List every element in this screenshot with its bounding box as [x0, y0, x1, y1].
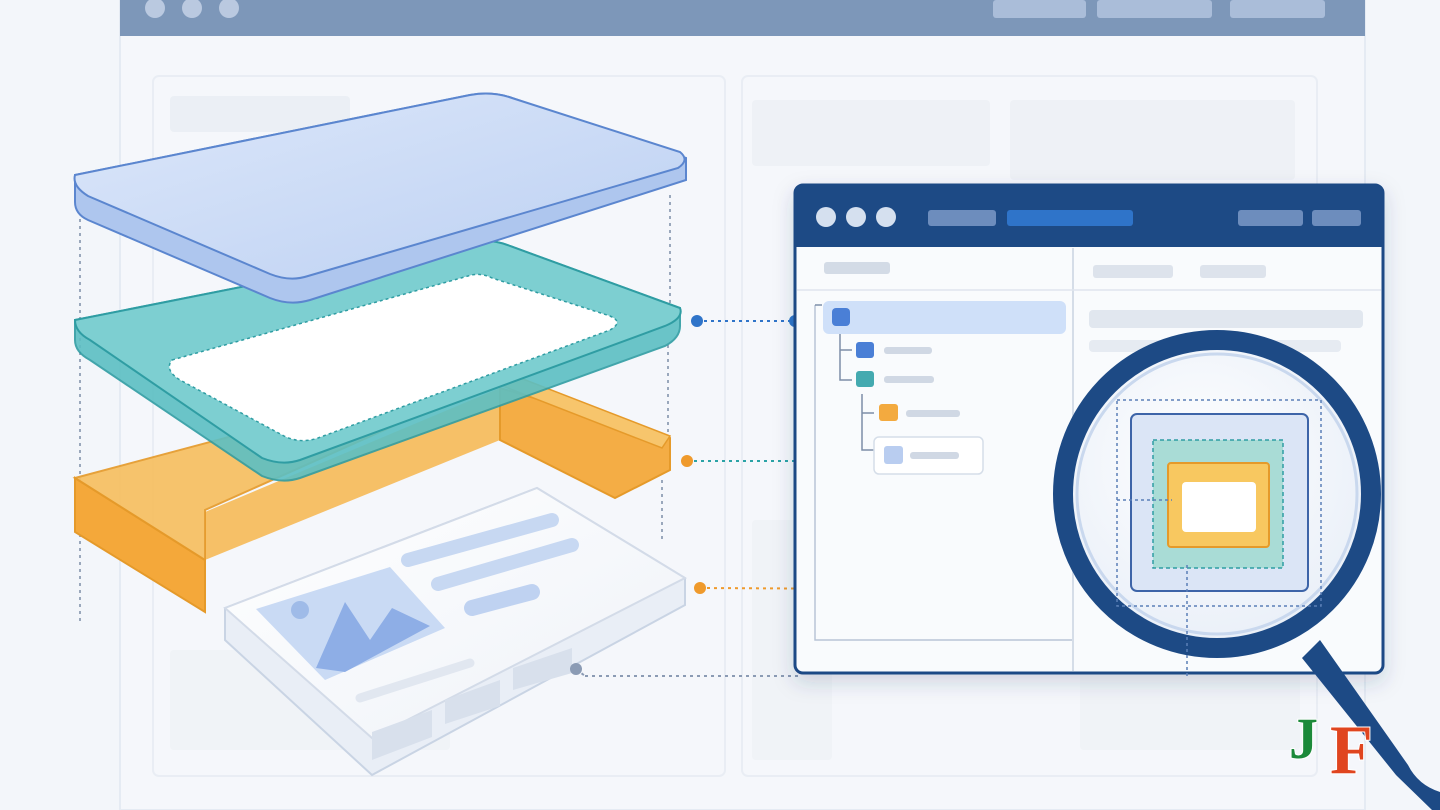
blue-layer — [73, 92, 687, 304]
alignment-guides — [79, 195, 671, 625]
tree-node-label-placeholder — [906, 410, 960, 417]
teal-layer — [73, 239, 682, 482]
inspector-window-content — [795, 185, 1383, 671]
content-card-layer — [223, 486, 688, 777]
magnifier-icon — [1053, 330, 1440, 810]
tree-node-icon — [832, 308, 850, 326]
tree-node-icon — [879, 404, 898, 421]
logo-letter-j: J — [1289, 706, 1318, 771]
tree-node-label-placeholder — [910, 452, 959, 459]
panel-heading-placeholder — [824, 262, 890, 274]
tree-node-icon — [856, 342, 874, 358]
window-control-dot[interactable] — [846, 207, 866, 227]
background-window-dot — [182, 0, 202, 18]
property-row-placeholder — [1089, 310, 1363, 328]
tab-placeholder[interactable] — [928, 210, 996, 226]
tree-node-label-placeholder — [884, 347, 932, 354]
jf-logo: J F — [1288, 705, 1374, 790]
layer-tree — [814, 301, 1072, 641]
background-window-dot — [219, 0, 239, 18]
tree-node-selected[interactable] — [823, 301, 1066, 334]
image-icon — [291, 601, 430, 672]
tab-active-placeholder[interactable] — [1007, 210, 1133, 226]
window-control-dot[interactable] — [816, 207, 836, 227]
button-placeholder — [464, 584, 540, 616]
zoomed-content-layer — [1182, 482, 1256, 532]
toolbar-button-placeholder[interactable] — [1238, 210, 1303, 226]
window-control-dot[interactable] — [876, 207, 896, 227]
logo-letter-f: F — [1330, 712, 1373, 789]
tree-node-icon — [856, 371, 874, 387]
tree-node-label-placeholder — [884, 376, 934, 383]
toolbar-button-placeholder[interactable] — [1312, 210, 1361, 226]
magnifier-handle — [1302, 640, 1440, 810]
background-window-dot — [145, 0, 165, 18]
zoomed-bounding-box — [1116, 399, 1322, 607]
tree-node-icon — [884, 446, 903, 464]
text-line-placeholder — [401, 513, 559, 567]
text-line-placeholder — [431, 538, 579, 591]
